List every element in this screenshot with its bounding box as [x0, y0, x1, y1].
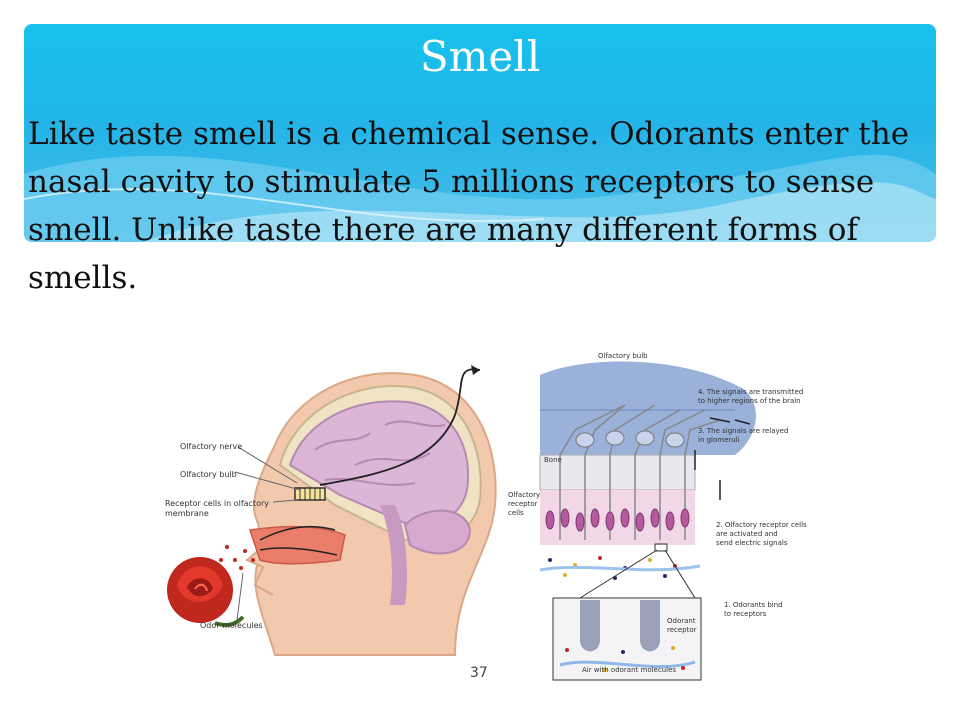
rose-icon	[167, 557, 245, 627]
page-number: 37	[470, 665, 488, 681]
olfactory-pathway-diagram	[539, 361, 756, 681]
banner-waves	[24, 154, 936, 242]
slide-body-text: Like taste smell is a chemical sense. Od…	[28, 116, 910, 296]
head-olfaction-illustration	[167, 365, 497, 656]
slide-title: Smell	[419, 32, 541, 81]
title-banner	[24, 24, 936, 242]
